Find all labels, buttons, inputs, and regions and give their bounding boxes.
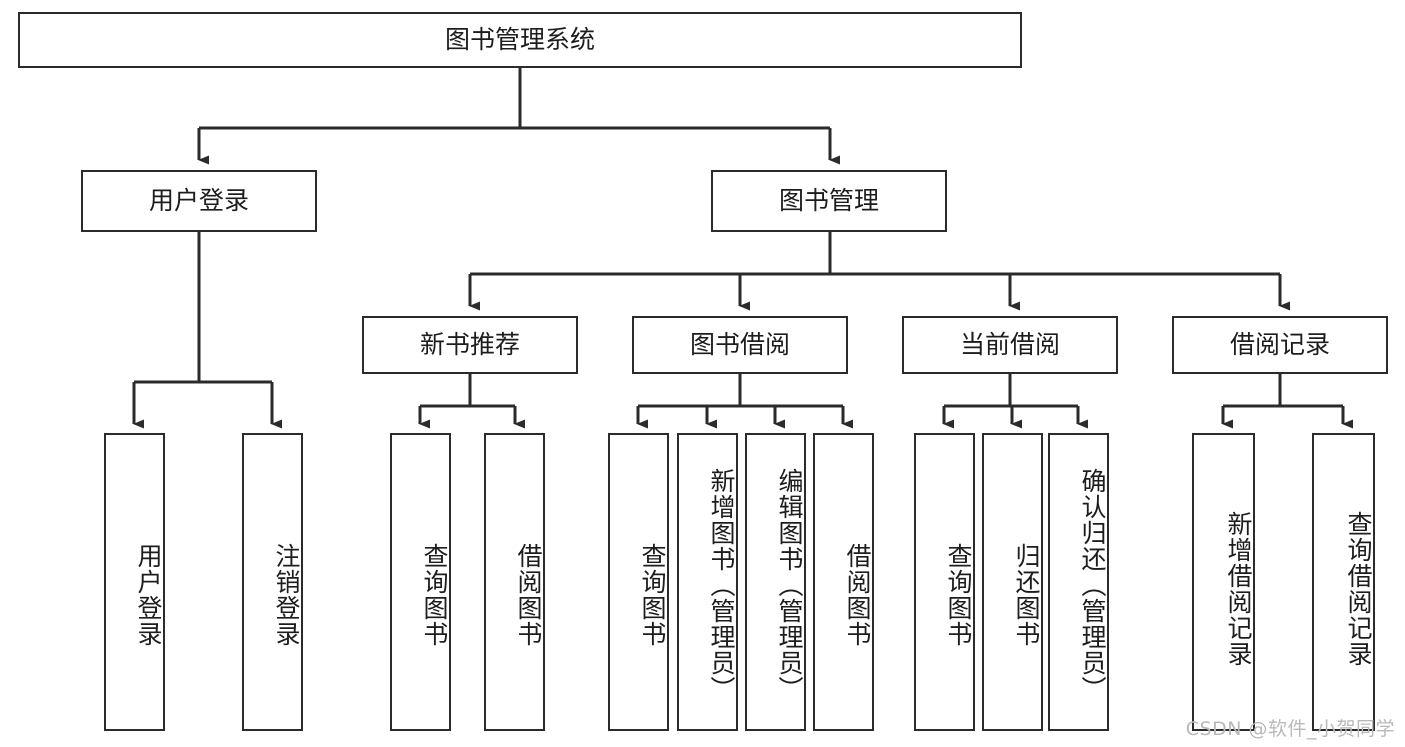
node-new-book-recommend-label: 新书推荐	[419, 330, 520, 360]
leaf-borrow-borrow-book[interactable]: 借阅图书	[813, 433, 874, 731]
leaf-borrow-edit-book[interactable]: 编辑图书（管理员）	[745, 433, 806, 731]
leaf-user-logout-label: 注销登录	[272, 543, 301, 647]
node-book-borrow[interactable]: 图书借阅	[632, 316, 848, 374]
node-book-management[interactable]: 图书管理	[711, 170, 947, 232]
leaf-current-query-book-label: 查询图书	[944, 543, 973, 647]
leaf-borrow-edit-book-label: 编辑图书（管理员）	[775, 468, 804, 702]
leaf-borrow-query-book[interactable]: 查询图书	[608, 433, 669, 731]
node-book-borrow-label: 图书借阅	[689, 330, 790, 360]
leaf-borrow-add-book-label: 新增图书（管理员）	[707, 468, 736, 702]
leaf-records-add-record[interactable]: 新增借阅记录	[1192, 433, 1255, 731]
node-new-book-recommend[interactable]: 新书推荐	[362, 316, 578, 374]
csdn-watermark: CSDN @软件_小贺同学	[1185, 718, 1395, 740]
node-current-borrow[interactable]: 当前借阅	[902, 316, 1118, 374]
node-borrow-records[interactable]: 借阅记录	[1172, 316, 1388, 374]
leaf-current-query-book[interactable]: 查询图书	[914, 433, 975, 731]
leaf-user-login[interactable]: 用户登录	[104, 433, 165, 731]
node-book-management-label: 图书管理	[778, 186, 879, 216]
node-current-borrow-label: 当前借阅	[959, 330, 1060, 360]
leaf-newbook-borrow-book-label: 借阅图书	[514, 543, 543, 647]
leaf-records-add-record-label: 新增借阅记录	[1224, 511, 1253, 667]
leaf-user-login-label: 用户登录	[134, 543, 163, 647]
leaf-records-query-record[interactable]: 查询借阅记录	[1312, 433, 1375, 731]
node-user-login-label: 用户登录	[148, 186, 249, 216]
leaf-borrow-add-book[interactable]: 新增图书（管理员）	[677, 433, 738, 731]
leaf-user-logout[interactable]: 注销登录	[242, 433, 303, 731]
node-root-label: 图书管理系统	[444, 25, 595, 55]
leaf-current-confirm-return-label: 确认归还（管理员）	[1078, 468, 1107, 702]
node-root[interactable]: 图书管理系统	[18, 12, 1022, 68]
leaf-records-query-record-label: 查询借阅记录	[1344, 511, 1373, 667]
leaf-current-return-book-label: 归还图书	[1012, 543, 1041, 647]
node-borrow-records-label: 借阅记录	[1229, 330, 1330, 360]
leaf-newbook-query-book-label: 查询图书	[420, 543, 449, 647]
leaf-newbook-query-book[interactable]: 查询图书	[390, 433, 451, 731]
leaf-borrow-query-book-label: 查询图书	[638, 543, 667, 647]
node-user-login[interactable]: 用户登录	[81, 170, 317, 232]
leaf-borrow-borrow-book-label: 借阅图书	[843, 543, 872, 647]
leaf-current-return-book[interactable]: 归还图书	[982, 433, 1043, 731]
leaf-current-confirm-return[interactable]: 确认归还（管理员）	[1048, 433, 1109, 731]
leaf-newbook-borrow-book[interactable]: 借阅图书	[484, 433, 545, 731]
